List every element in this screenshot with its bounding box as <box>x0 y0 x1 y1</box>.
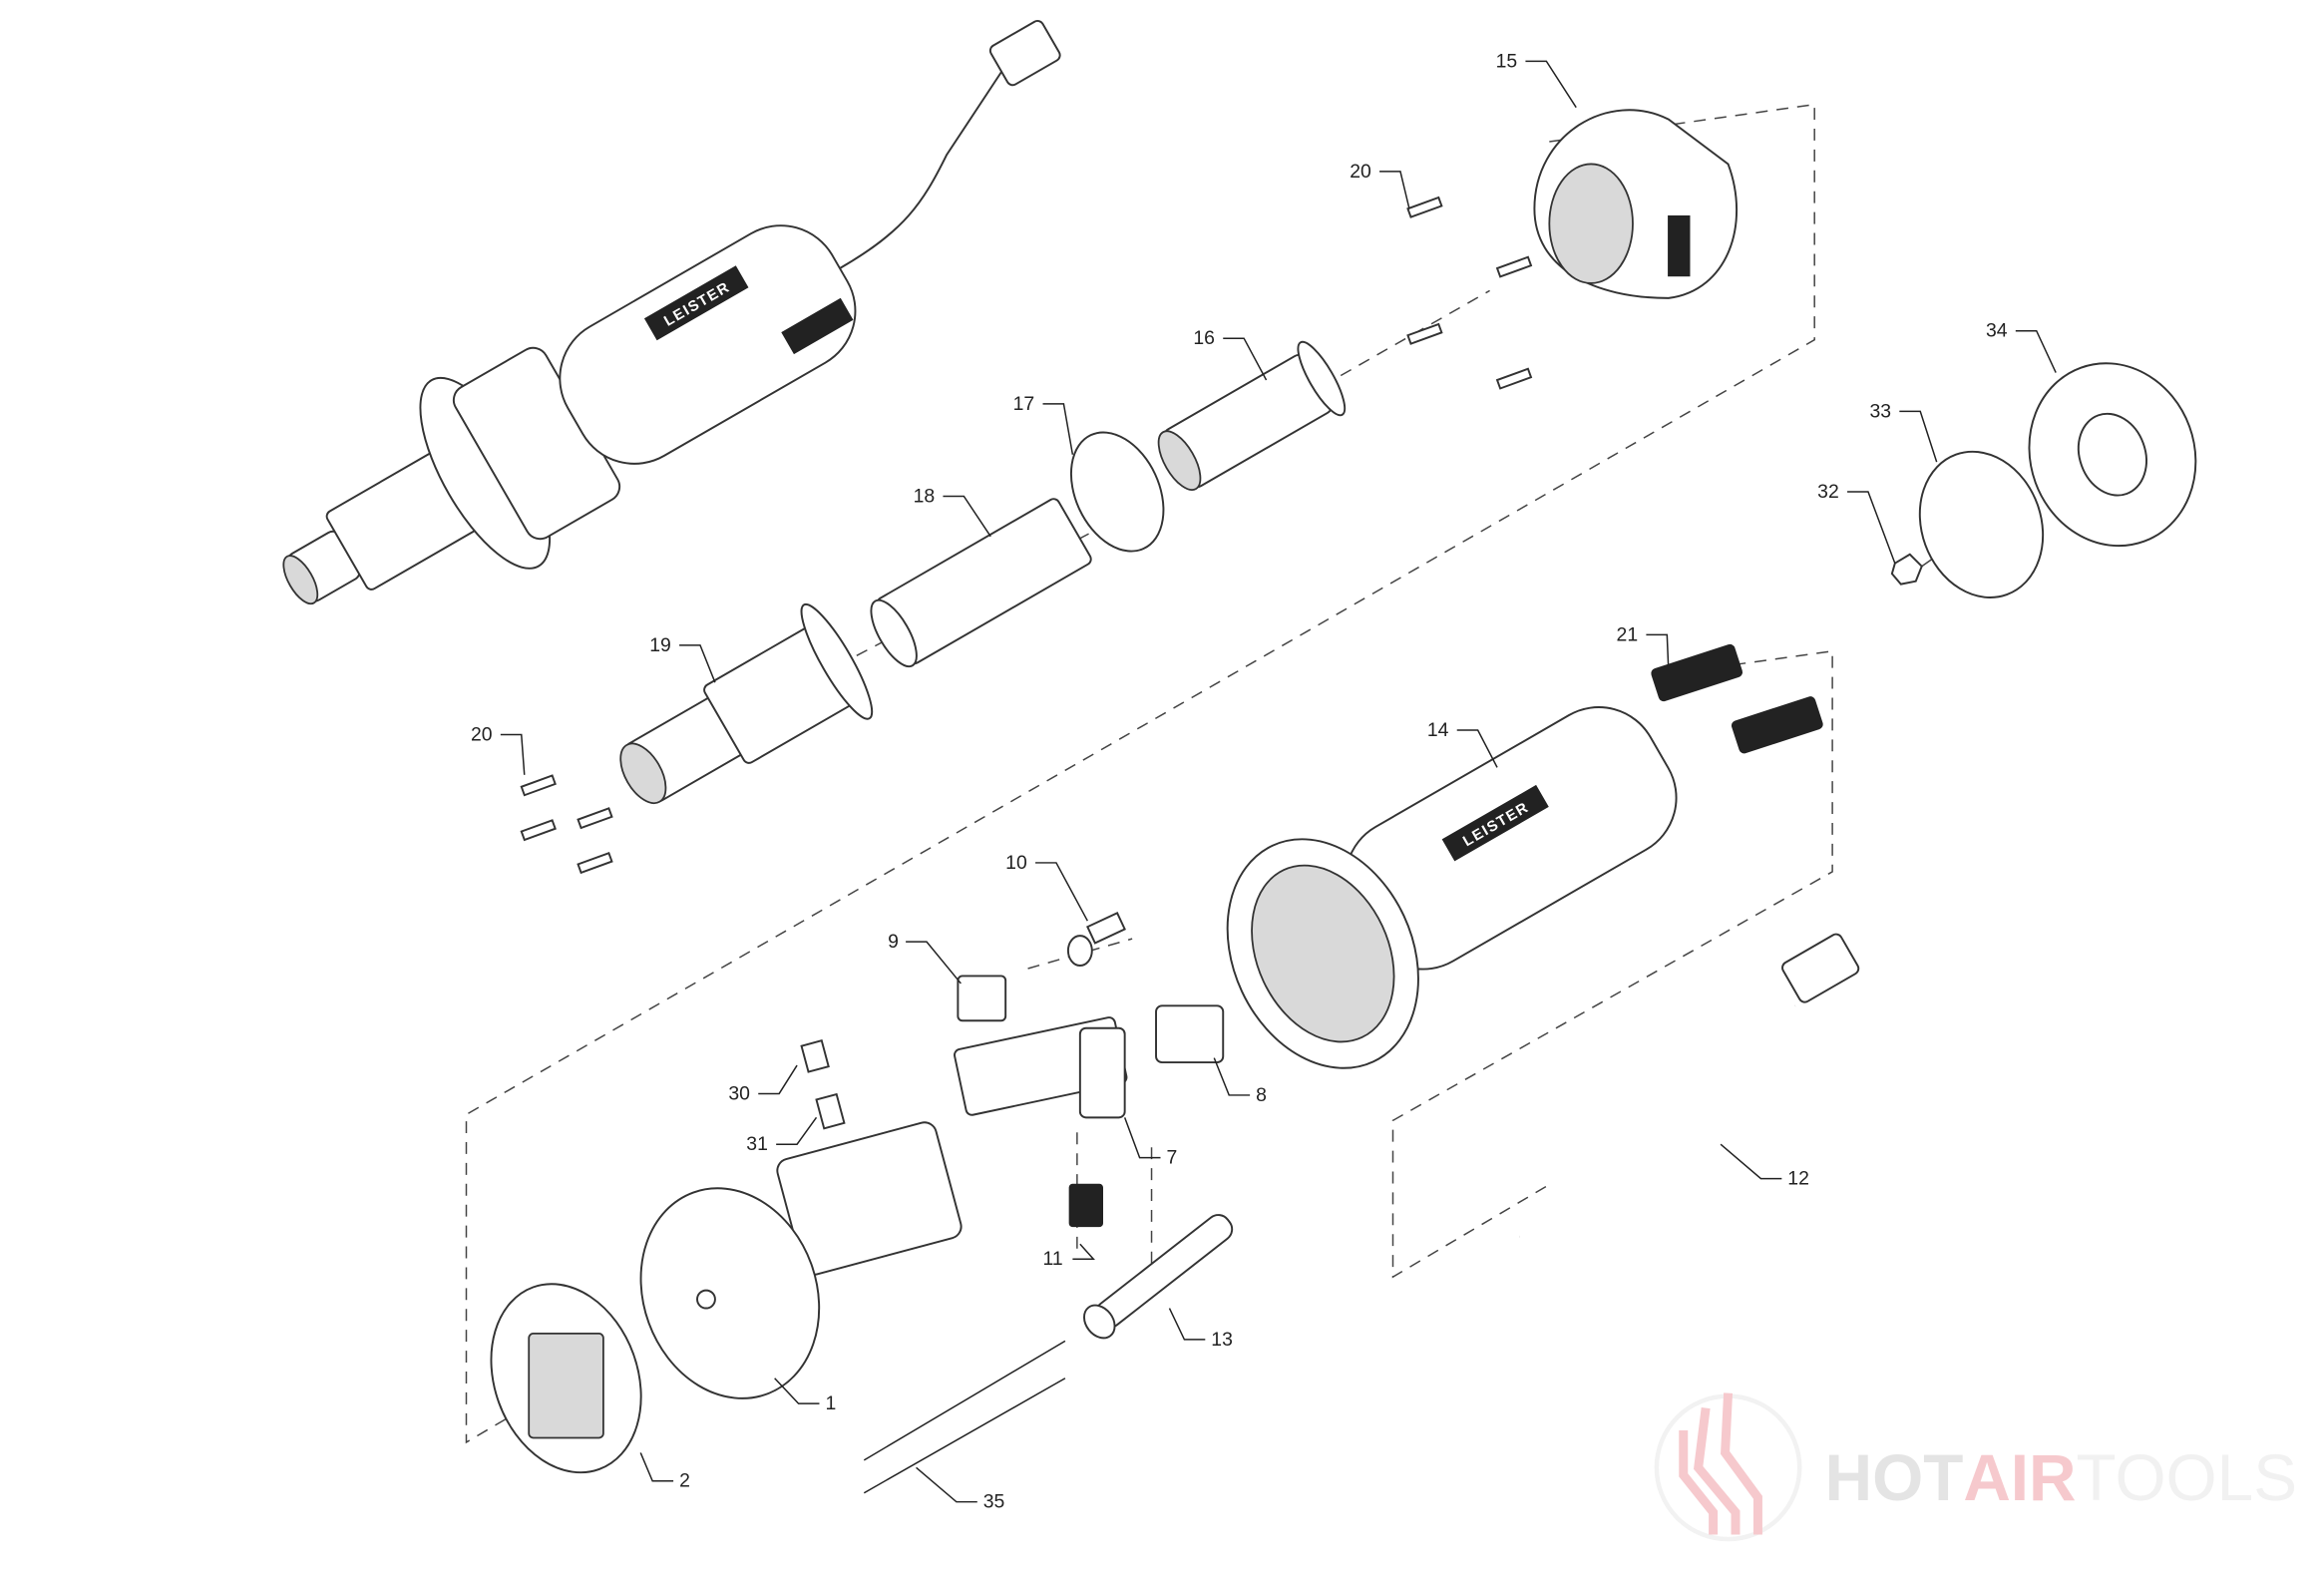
callout-17: 17 <box>1013 393 1035 415</box>
callout-leader-line <box>1072 1243 1095 1260</box>
callout-leader-line <box>1035 862 1088 922</box>
callout-16: 16 <box>1193 327 1215 349</box>
callout-19: 19 <box>649 634 671 656</box>
callout-leader-line <box>1123 1117 1161 1159</box>
part-14-housing: LEISTER <box>1226 706 1678 1069</box>
part-21-clips <box>1651 643 1823 754</box>
part-9-switch-knob <box>957 975 1007 1022</box>
callout-leader-line <box>943 495 991 538</box>
watermark-air: AIR <box>1963 1441 2076 1514</box>
part-16-heating-element <box>1157 340 1347 491</box>
callout-leader-line <box>1223 337 1268 381</box>
callout-32: 32 <box>1817 481 1839 503</box>
callout-leader-line <box>1720 1143 1782 1180</box>
callout-34: 34 <box>1986 320 2008 342</box>
callout-35: 35 <box>983 1491 1005 1513</box>
callout-leader-line <box>1379 171 1410 209</box>
part-32-nut <box>1890 553 1923 586</box>
callout-leader-line <box>916 1466 977 1503</box>
callout-labels: 1520161718343332192021141093031871211131… <box>471 50 2057 1513</box>
callout-leader-line <box>500 733 526 775</box>
watermark-tools: TOOLS <box>2077 1441 2298 1514</box>
part-1-blower-motor <box>639 1121 963 1399</box>
part-19-nozzle-housing <box>619 602 874 805</box>
callout-20: 20 <box>471 723 493 745</box>
callout-9: 9 <box>888 931 899 953</box>
callout-14: 14 <box>1427 719 1449 741</box>
hotairtools-watermark: HOTAIRTOOLS <box>1654 1392 2297 1542</box>
part-31-brush-holder <box>815 1092 846 1130</box>
callout-leader-line <box>1213 1057 1251 1096</box>
part-12-power-cable <box>1517 933 1860 1243</box>
callout-30: 30 <box>728 1082 750 1104</box>
part-17-mica-disc <box>1069 431 1165 553</box>
callout-leader-line <box>1899 410 1938 463</box>
callout-leader-line <box>906 941 962 985</box>
callout-33: 33 <box>1869 400 1891 422</box>
part-11-spring-clip <box>1068 1183 1104 1228</box>
callout-11: 11 <box>1043 1248 1063 1270</box>
callout-leader-line <box>1042 403 1074 455</box>
callout-31: 31 <box>746 1133 768 1155</box>
svg-text:HOTAIRTOOLS: HOTAIRTOOLS <box>1825 1441 2297 1514</box>
part-7-electronics-bracket <box>954 1016 1128 1119</box>
callout-leader-line <box>1525 60 1577 109</box>
callout-leader-line <box>774 1378 820 1404</box>
part-20-screws-lower <box>520 774 613 875</box>
part-30-carbon-brush <box>800 1039 830 1073</box>
callout-leader-line <box>1646 633 1670 671</box>
callout-18: 18 <box>914 485 936 507</box>
part-18-protective-tube <box>870 498 1092 668</box>
callout-leader-line <box>776 1116 818 1145</box>
callout-7: 7 <box>1166 1147 1177 1169</box>
watermark-hot: HOT <box>1825 1441 1964 1514</box>
part-34-air-filter-cover <box>2028 362 2197 548</box>
watermark-logo-stripes-icon <box>1679 1392 1762 1535</box>
part-35-wires <box>863 1340 1066 1494</box>
callout-12: 12 <box>1787 1168 1809 1190</box>
callout-1: 1 <box>825 1392 836 1414</box>
callout-21: 21 <box>1617 623 1639 645</box>
callout-8: 8 <box>1256 1084 1267 1106</box>
part-2-electronic-board <box>490 1283 642 1474</box>
callout-20: 20 <box>1350 161 1371 183</box>
part-10-potentiometer <box>1066 911 1126 967</box>
part-20-screws-top <box>1406 196 1533 390</box>
part-8-switch <box>1155 1004 1225 1064</box>
callout-leader-line <box>679 644 716 683</box>
callout-leader-line <box>2015 329 2057 373</box>
callout-15: 15 <box>1496 50 1518 72</box>
callout-leader-line <box>1456 729 1498 768</box>
callout-leader-line <box>639 1452 674 1482</box>
callout-leader-line <box>758 1064 798 1095</box>
part-13-tube <box>1083 1214 1234 1340</box>
callout-leader-line <box>1168 1308 1206 1341</box>
part-33-filter-disc <box>1918 450 2045 598</box>
callout-leader-line <box>1847 491 1896 564</box>
callout-2: 2 <box>679 1470 690 1492</box>
part-15-hub-cover <box>1533 109 1738 299</box>
callout-10: 10 <box>1005 852 1027 874</box>
callout-13: 13 <box>1211 1329 1233 1351</box>
